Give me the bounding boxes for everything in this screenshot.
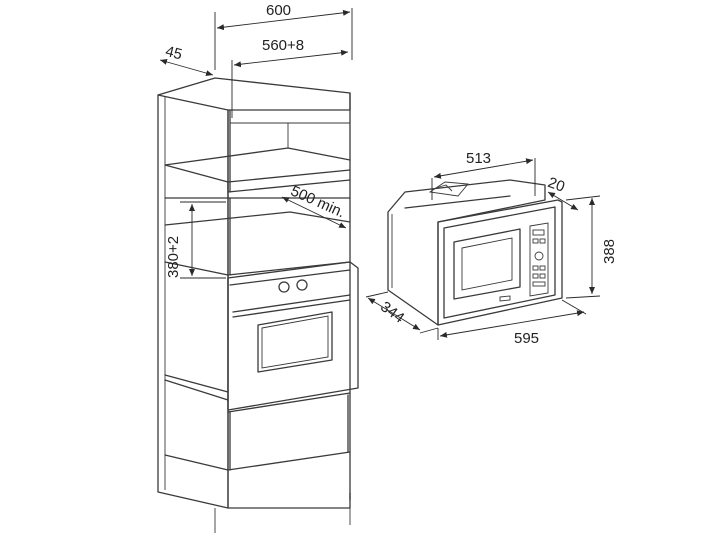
shelf-top — [164, 147, 351, 193]
microwave-front — [437, 199, 563, 326]
cabinet-top — [157, 77, 351, 111]
dim-tall-width: 600 — [214, 2, 353, 70]
microwave-body — [387, 179, 546, 326]
microwave-window — [453, 228, 521, 300]
microwave — [387, 179, 563, 326]
dim-45-label: 45 — [164, 43, 184, 64]
dim-388-label: 388 — [601, 239, 618, 264]
dim-600-label: 600 — [266, 2, 291, 19]
dim-micro-depth: 513 — [431, 150, 536, 200]
oven — [227, 261, 359, 411]
tall-cabinet — [157, 77, 359, 533]
dim-tall-offset: 45 — [159, 43, 214, 76]
dim-micro-body-depth: 344 — [365, 291, 439, 334]
dim-595-label: 595 — [514, 330, 539, 347]
dim-20-label: 20 — [546, 174, 567, 196]
control-knob — [534, 251, 544, 261]
cabinet-left-side — [157, 94, 229, 509]
dim-panel-depth: 20 — [546, 174, 579, 211]
oven-knob-left — [278, 281, 290, 293]
dim-tall-inner-width: 560+8 — [231, 37, 349, 118]
dim-500-label: 500 min. — [288, 182, 347, 221]
oven-knob-right — [296, 279, 308, 291]
dim-micro-width: 595 — [437, 299, 587, 347]
dim-micro-height: 388 — [565, 195, 618, 299]
dim-513-label: 513 — [466, 150, 491, 167]
dim-560-label: 560+8 — [262, 37, 304, 54]
oven-window — [257, 311, 333, 373]
dim-niche-height: 380+2 — [165, 201, 226, 279]
dim-380-label: 380+2 — [165, 236, 182, 278]
dim-min-depth: 500 min. — [281, 182, 347, 229]
dim-344-label: 344 — [377, 298, 407, 326]
control-panel — [529, 222, 549, 297]
